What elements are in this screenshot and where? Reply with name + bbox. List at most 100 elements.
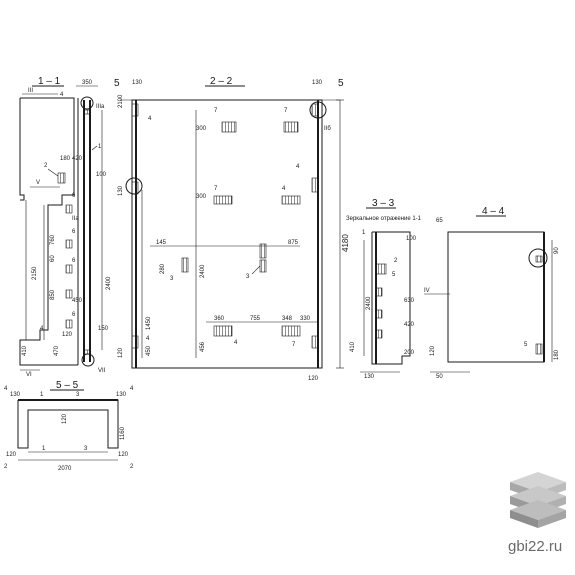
dim-410: 410 xyxy=(22,345,28,356)
dim-130-b: 130 xyxy=(312,80,323,86)
watermark-logo-icon xyxy=(510,472,566,528)
mark-4-d: 4 xyxy=(282,186,286,192)
dim-750-a: 760 xyxy=(50,234,56,245)
dim-2400-s3: 2400 xyxy=(366,296,372,310)
mark-IIIa: IIIa xyxy=(96,104,105,110)
section-5-marker-left: 5 xyxy=(114,78,120,89)
dim-120-c: 120 xyxy=(430,345,436,356)
mark-4-top: 4 xyxy=(60,92,64,98)
dim-200: 200 xyxy=(404,350,415,356)
mirror-note: Зеркальное отражение 1-1 xyxy=(346,216,422,222)
mark-VI: VI xyxy=(26,372,32,378)
mark-6-a: 6 xyxy=(72,193,76,199)
mark-7-d: 7 xyxy=(292,342,296,348)
mark-1-bottom: 1 xyxy=(40,392,44,398)
mark-2-br: 2 xyxy=(130,464,134,470)
mark-6-d: 6 xyxy=(72,312,76,318)
mark-6-c: 6 xyxy=(72,258,76,264)
dim-450-mid: 450 xyxy=(146,345,152,356)
dim-120-left: 120 xyxy=(62,332,73,338)
dim-100: 100 xyxy=(96,172,107,178)
dim-130-d: 130 xyxy=(364,374,375,380)
dim-90: 90 xyxy=(554,247,560,254)
dim-348: 348 xyxy=(282,316,293,322)
dim-300-a: 300 xyxy=(196,126,207,132)
dim-120-mid: 120 xyxy=(118,347,124,358)
mark-7-a: 7 xyxy=(214,108,218,114)
dim-2400-left: 2400 xyxy=(106,276,112,290)
mark-III: III xyxy=(28,88,33,94)
dim-350-top: 350 xyxy=(82,80,93,86)
mark-5-c: 5 xyxy=(524,342,528,348)
mark-1-left: 1 xyxy=(98,144,102,150)
mark-4-left: 4 xyxy=(40,326,44,332)
mark-5-b: 5 xyxy=(392,272,396,278)
dim-755: 755 xyxy=(250,316,261,322)
dim-330: 330 xyxy=(300,316,311,322)
dim-180-b: 180 xyxy=(554,349,560,360)
mark-2-left: 2 xyxy=(44,163,48,169)
dim-130-f: 130 xyxy=(116,392,127,398)
mark-IIa: IIa xyxy=(72,216,79,222)
dim-280: 280 xyxy=(160,263,166,274)
dim-1450: 1450 xyxy=(146,316,152,330)
dim-60: 60 xyxy=(50,255,56,262)
dim-120-f: 120 xyxy=(118,452,129,458)
watermark-text: gbi22.ru xyxy=(508,538,562,555)
dim-420: 420 xyxy=(72,156,83,162)
dim-2070: 2070 xyxy=(58,466,72,472)
dim-130-e: 130 xyxy=(10,392,21,398)
dim-630: 630 xyxy=(404,298,415,304)
mark-7-b: 7 xyxy=(284,108,288,114)
dim-850-a: 850 xyxy=(50,289,56,300)
dim-180: 180 xyxy=(60,156,71,162)
mark-1-b: 1 xyxy=(362,230,366,236)
dim-420-b: 420 xyxy=(404,322,415,328)
section-4-4: 4 – 4 65 IV 5 90 180 120 50 xyxy=(424,206,560,380)
dim-50: 50 xyxy=(436,374,443,380)
dim-2150: 2150 xyxy=(32,266,38,280)
dim-875: 875 xyxy=(288,240,299,246)
mark-V: V xyxy=(36,180,40,186)
mark-IIb: IIб xyxy=(324,126,331,132)
dim-456-mid: 456 xyxy=(200,341,206,352)
dim-470: 470 xyxy=(54,345,60,356)
dim-2100: 2100 xyxy=(118,94,124,108)
dim-300-b: 300 xyxy=(196,194,207,200)
section-1-1: 1 – 1 III 4 350 IIIa VII 2 180 420 1 6 xyxy=(19,76,112,378)
dim-120-e: 120 xyxy=(6,452,17,458)
dim-360: 360 xyxy=(214,316,225,322)
mark-4-bl: 4 xyxy=(4,386,8,392)
mark-3-b: 3 xyxy=(246,274,250,280)
section-3-3: 3 – 3 Зеркальное отражение 1-1 2 5 1 100… xyxy=(346,198,422,380)
mark-4-b: 4 xyxy=(146,336,150,342)
dim-120-d: 120 xyxy=(62,413,68,424)
dim-130-c: 130 xyxy=(118,185,124,196)
section-5-5: 5 – 5 4 4 130 130 1 3 1160 120 1 3 2070 … xyxy=(4,380,134,472)
dim-120-b: 120 xyxy=(308,376,319,382)
section-2-2: 2 – 2 5 5 130 130 IIб 4 4 4 7 7 300 7 4 xyxy=(114,76,350,382)
mark-4-e: 4 xyxy=(234,340,238,346)
dim-1160: 1160 xyxy=(120,426,126,440)
dim-4180: 4180 xyxy=(341,234,350,252)
mark-7-c: 7 xyxy=(214,186,218,192)
dim-450: 450 xyxy=(72,298,83,304)
section-3-3-label: 3 – 3 xyxy=(372,198,395,209)
mark-4-c: 4 xyxy=(296,164,300,170)
section-5-marker-right: 5 xyxy=(338,78,344,89)
dim-2400-mid: 2400 xyxy=(200,264,206,278)
mark-6-b: 6 xyxy=(72,229,76,235)
mark-VII: VII xyxy=(98,368,106,374)
section-5-5-label: 5 – 5 xyxy=(56,380,79,391)
section-1-1-label: 1 – 1 xyxy=(38,76,61,87)
mark-3-bottom: 3 xyxy=(76,392,80,398)
mark-3-a: 3 xyxy=(170,276,174,282)
dim-150: 150 xyxy=(98,326,109,332)
dim-410-b: 410 xyxy=(350,341,356,352)
dim-100-b: 100 xyxy=(406,236,417,242)
mark-2-bl: 2 xyxy=(4,464,8,470)
dim-65: 65 xyxy=(436,218,443,224)
mark-4-br: 4 xyxy=(130,386,134,392)
dim-130-a: 130 xyxy=(132,80,143,86)
